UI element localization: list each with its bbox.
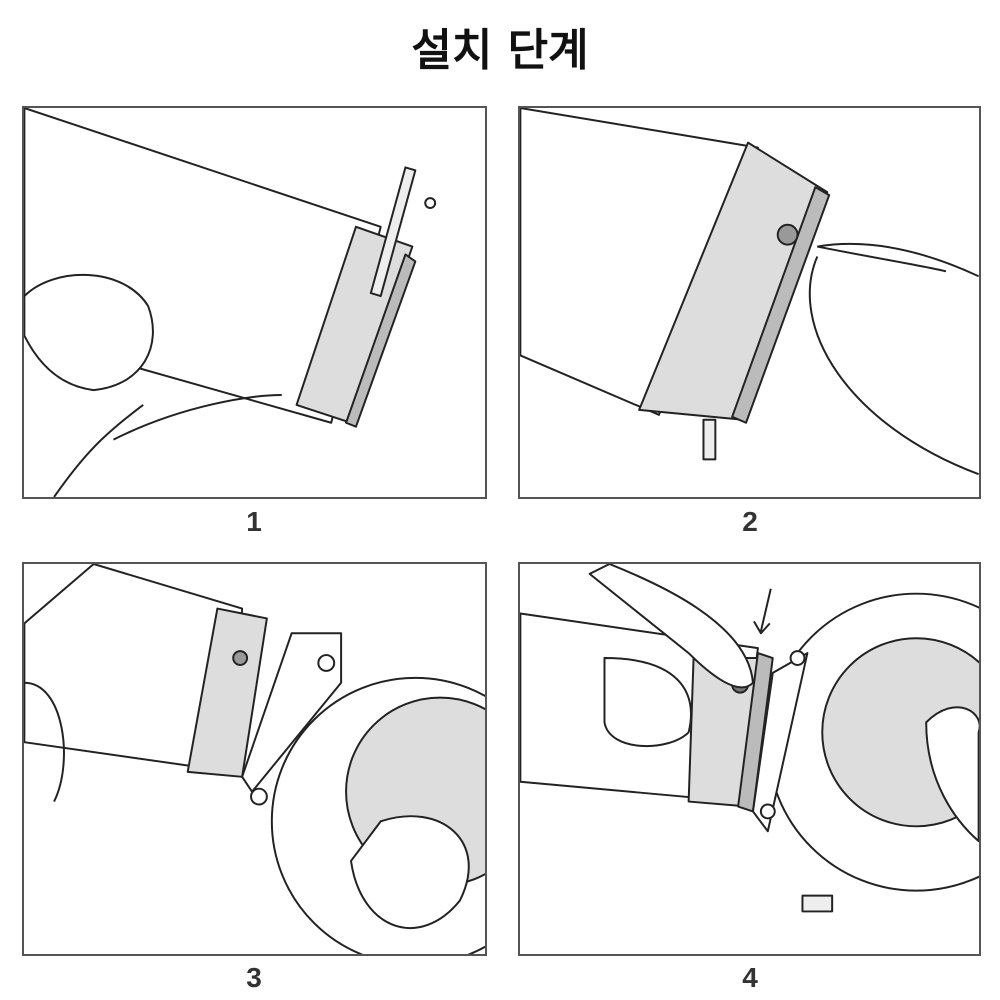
- step-4-number: 4: [742, 962, 758, 993]
- step-2-illustration: [518, 106, 981, 499]
- step-1-illustration: [22, 106, 487, 499]
- step-2-number: 2: [742, 506, 758, 537]
- step-3-illustration: [22, 562, 487, 956]
- page-title: 설치 단계: [411, 25, 589, 76]
- step-1-number: 1: [246, 506, 262, 537]
- step-3-number: 3: [246, 962, 262, 993]
- step-4-illustration: [518, 562, 981, 956]
